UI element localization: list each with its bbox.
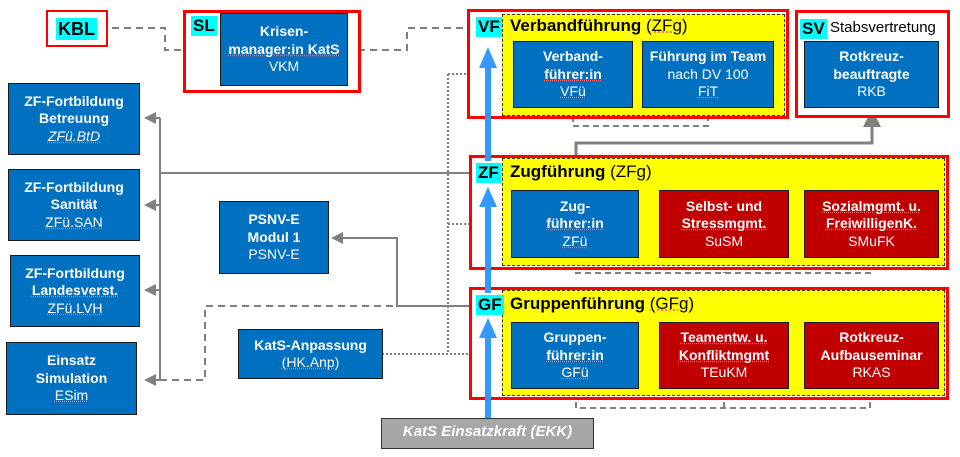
zf-tag: ZF (476, 163, 501, 183)
gruppenfuehrer-box[interactable]: Gruppen- führer:in GFü (511, 322, 639, 389)
vf-tag: VF (476, 17, 502, 37)
krisenmanager-box[interactable]: Krisen- manager:in KatS VKM (220, 13, 348, 86)
verbandfuehrer-box[interactable]: Verband- führer:in VFü (513, 41, 633, 108)
zf-fortbildung-landesverst-box[interactable]: ZF-Fortbildung Landesverst. ZFü.LVH (10, 255, 140, 327)
sl-tag: SL (191, 16, 217, 36)
kats-anpassung-box[interactable]: KatS-Anpassung (HK.Anp) (238, 329, 383, 379)
sozialmgmt-box[interactable]: Sozialmgmt. u. FreiwilligenK. SMuFK (804, 190, 939, 258)
zugfuehrer-box[interactable]: Zug- führer:in ZFü (511, 190, 639, 258)
sv-title: Stabsvertretung (830, 19, 936, 36)
vf-title: Verbandführung (ZFg) (510, 16, 688, 35)
sv-tag: SV (800, 19, 827, 39)
psnv-e-box[interactable]: PSNV-E Modul 1 PSNV-E (219, 201, 329, 274)
vf-to-sl-connector (348, 27, 475, 56)
zf-fortbildung-betreuung-box[interactable]: ZF-Fortbildung Betreuung ZFü.BtD (8, 83, 140, 155)
zf-title: Zugführung (ZFg) (510, 162, 652, 181)
gf-title: Gruppenführung (GFg) (510, 294, 695, 313)
fuehrung-im-team-box[interactable]: Führung im Team nach DV 100 FiT (642, 41, 774, 108)
kbl-label: KBL (56, 18, 97, 40)
selbst-stressmgmt-box[interactable]: Selbst- und Stressmgmt. SuSM (659, 190, 789, 258)
rotkreuz-beauftragte-box[interactable]: Rotkreuz- beauftragte RKB (804, 41, 939, 108)
zf-fortbildung-sanitaet-box[interactable]: ZF-Fortbildung Sanität ZFü.SAN (8, 169, 140, 241)
gf-tag: GF (476, 295, 504, 315)
rotkreuz-aufbauseminar-box[interactable]: Rotkreuz- Aufbauseminar RKAS (804, 322, 939, 389)
gf-to-psnv-connector (331, 232, 470, 307)
ekk-base-box[interactable]: KatS Einsatzkraft (EKK) (381, 418, 594, 449)
teamentw-konfliktmgmt-box[interactable]: Teamentw. u. Konfliktmgmt TEuKM (659, 322, 789, 389)
einsatz-simulation-box[interactable]: Einsatz Simulation ESim (6, 342, 137, 415)
kbl-frame: KBL (46, 10, 108, 47)
